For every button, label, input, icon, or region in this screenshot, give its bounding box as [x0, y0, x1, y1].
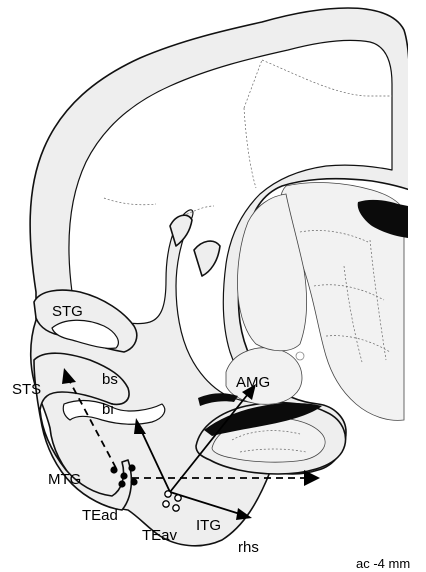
- label-amg: AMG: [236, 374, 270, 391]
- label-rhs: rhs: [238, 539, 259, 556]
- coordinate-label: ac -4 mm: [356, 556, 410, 571]
- label-stg: STG: [52, 303, 83, 320]
- label-bi: bi: [102, 401, 114, 418]
- label-bs: bs: [102, 371, 118, 388]
- label-sts: STS: [12, 381, 41, 398]
- label-tead: TEad: [82, 507, 118, 524]
- label-itg: ITG: [196, 517, 221, 534]
- label-teav: TEav: [142, 527, 178, 544]
- label-mtg: MTG: [48, 471, 81, 488]
